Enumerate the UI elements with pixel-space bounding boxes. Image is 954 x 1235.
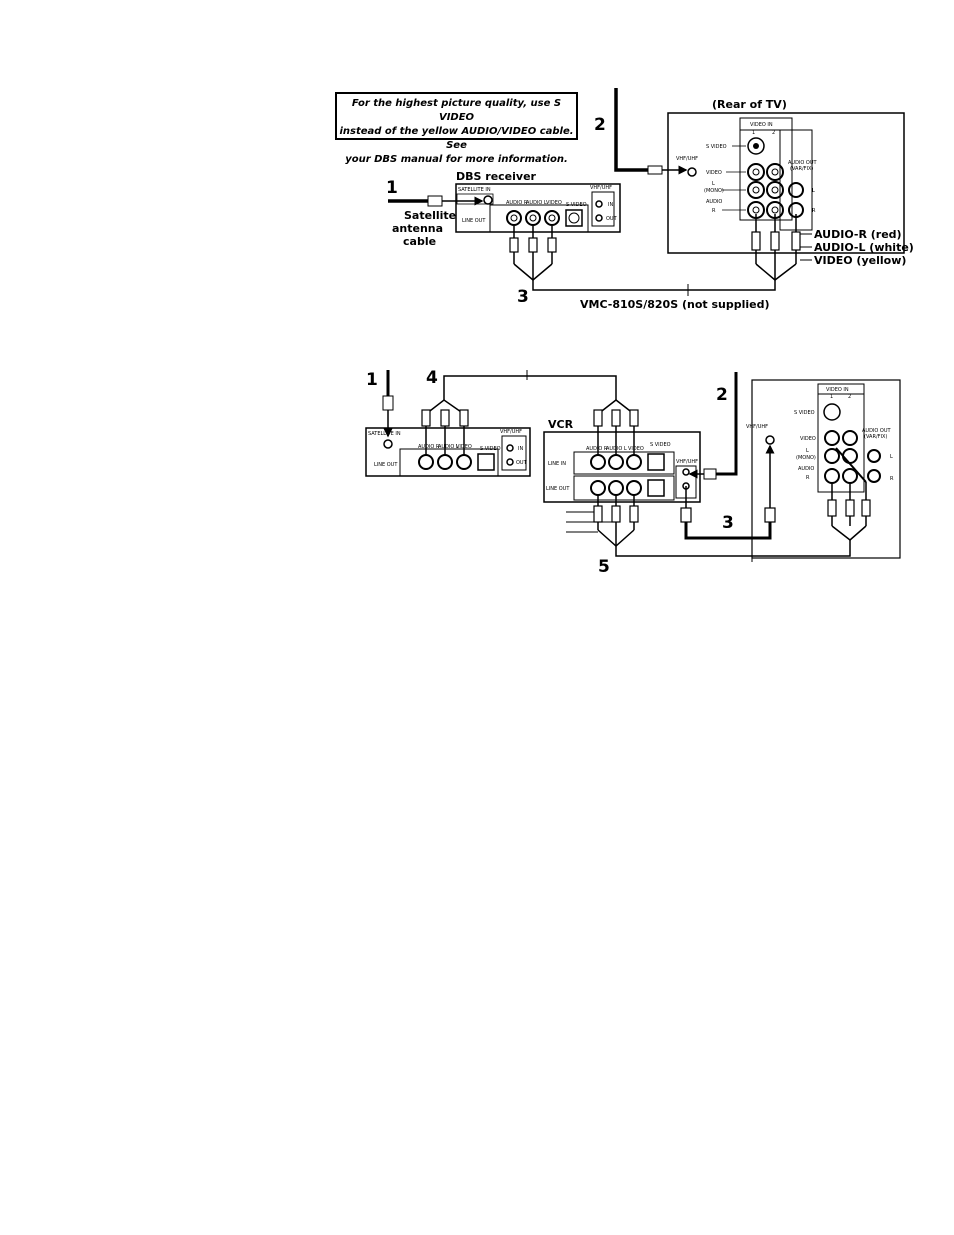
- svg-text:LINE IN: LINE IN: [548, 461, 566, 467]
- svg-text:1: 1: [386, 178, 398, 198]
- svg-text:R: R: [812, 208, 816, 214]
- svg-text:AUDIO L: AUDIO L: [526, 200, 547, 206]
- svg-text:SATELLITE IN: SATELLITE IN: [458, 187, 491, 193]
- dbs-receiver-panel: SATELLITE IN AUDIO R AUDIO L VIDEO S VID…: [455, 183, 621, 233]
- svg-text:S VIDEO: S VIDEO: [480, 446, 501, 452]
- svg-text:L: L: [712, 181, 715, 187]
- svg-text:OUT: OUT: [516, 460, 528, 466]
- audio-r-label: AUDIO-R (red): [814, 228, 902, 241]
- svg-text:1: 1: [366, 370, 378, 390]
- svg-text:cable: cable: [403, 235, 436, 248]
- top-diagram: (Rear of TV) VIDEO IN 1 2 S VIDEO: [386, 88, 914, 311]
- svg-text:VHF/UHF: VHF/UHF: [500, 429, 522, 435]
- svg-text:VIDEO: VIDEO: [706, 170, 722, 176]
- bottom-dbs-receiver: SATELLITE IN AUDIO R AUDIO L VIDEO S VID…: [365, 427, 531, 477]
- svg-text:R: R: [806, 475, 810, 481]
- svg-text:AUDIO: AUDIO: [706, 199, 722, 205]
- antenna-cable-2: 2: [594, 88, 688, 175]
- svg-text:1: 1: [830, 394, 833, 400]
- svg-text:(MONO): (MONO): [704, 188, 724, 194]
- svg-text:2: 2: [594, 115, 606, 135]
- svg-text:(VAR/FIX): (VAR/FIX): [790, 166, 813, 172]
- cable-model-label: VMC-810S/820S (not supplied): [580, 298, 770, 311]
- svg-text:Satellite: Satellite: [404, 209, 456, 222]
- bottom-satellite-cable: 1: [366, 370, 394, 438]
- svg-text:VIDEO: VIDEO: [546, 200, 562, 206]
- svg-text:S VIDEO: S VIDEO: [706, 144, 727, 150]
- bottom-rf-cable-3: [680, 444, 776, 540]
- svg-text:VHF/UHF: VHF/UHF: [676, 459, 698, 465]
- svg-text:AUDIO: AUDIO: [798, 466, 814, 472]
- vcr-label: VCR: [548, 418, 574, 431]
- svg-text:2: 2: [848, 394, 851, 400]
- svg-text:4: 4: [426, 368, 438, 388]
- video-label: VIDEO (yellow): [814, 254, 906, 267]
- svg-text:AUDIO OUT: AUDIO OUT: [788, 160, 818, 166]
- svg-text:VHF/UHF: VHF/UHF: [676, 156, 698, 162]
- note-line-3: your DBS manual for more information.: [345, 154, 568, 165]
- svg-text:S VIDEO: S VIDEO: [566, 202, 587, 208]
- svg-text:LINE OUT: LINE OUT: [546, 486, 570, 492]
- svg-text:AUDIO R: AUDIO R: [418, 444, 440, 450]
- svg-text:AUDIO R: AUDIO R: [586, 446, 608, 452]
- rear-of-tv-label: (Rear of TV): [712, 98, 787, 111]
- svg-text:L: L: [812, 188, 815, 194]
- svg-text:VHF/UHF: VHF/UHF: [590, 185, 612, 191]
- video-in-label: VIDEO IN: [750, 122, 773, 128]
- svg-text:VIDEO: VIDEO: [800, 436, 816, 442]
- svg-text:AUDIO L: AUDIO L: [438, 444, 459, 450]
- svg-text:5: 5: [598, 557, 610, 577]
- svg-text:2: 2: [716, 385, 728, 405]
- svg-text:(MONO): (MONO): [796, 455, 816, 461]
- dbs-receiver-label: DBS receiver: [456, 170, 537, 183]
- svg-text:(VAR/FIX): (VAR/FIX): [864, 434, 887, 440]
- svg-text:S VIDEO: S VIDEO: [794, 410, 815, 416]
- bottom-diagram: 1 SATELLITE IN AUDIO R AUDIO L VIDEO S V…: [365, 368, 901, 577]
- svg-text:L: L: [890, 454, 893, 460]
- av-cable-4: [421, 370, 639, 456]
- svg-text:R: R: [712, 208, 716, 214]
- audio-l-label: AUDIO-L (white): [814, 241, 914, 254]
- svg-text:R: R: [890, 476, 894, 482]
- svg-text:AUDIO R: AUDIO R: [506, 200, 528, 206]
- note-line-2: instead of the yellow AUDIO/VIDEO cable.…: [339, 126, 574, 151]
- svg-text:2: 2: [772, 130, 775, 136]
- svg-text:IN: IN: [518, 446, 523, 452]
- satellite-cable-1: 1 Satellite antenna cable: [386, 178, 484, 248]
- svg-text:IN: IN: [608, 202, 613, 208]
- svg-text:VIDEO IN: VIDEO IN: [826, 387, 849, 393]
- bottom-tv-rear-panel: VIDEO IN 1 2 S VIDEO VIDEO L (MONO) AUDI…: [751, 379, 901, 559]
- svg-text:AUDIO L: AUDIO L: [606, 446, 627, 452]
- svg-text:L: L: [806, 448, 809, 454]
- svg-text:OUT: OUT: [606, 216, 618, 222]
- svg-text:VIDEO: VIDEO: [628, 446, 644, 452]
- av-cable-3: [509, 214, 801, 296]
- svg-text:LINE OUT: LINE OUT: [462, 218, 486, 224]
- svg-text:antenna: antenna: [392, 222, 443, 235]
- svg-text:1: 1: [752, 130, 755, 136]
- note-line-1: For the highest picture quality, use S V…: [351, 98, 562, 123]
- svg-text:S VIDEO: S VIDEO: [650, 442, 671, 448]
- tv-rear-panel: VIDEO IN 1 2 S VIDEO VIDEO: [667, 112, 905, 254]
- note-box: For the highest picture quality, use S V…: [335, 92, 578, 165]
- svg-text:VHF/UHF: VHF/UHF: [746, 424, 768, 430]
- vcr-panel: AUDIO R AUDIO L VIDEO S VIDEO VHF/UHF LI…: [543, 431, 701, 503]
- svg-text:3: 3: [722, 513, 734, 533]
- svg-text:SATELLITE IN: SATELLITE IN: [368, 431, 401, 437]
- bottom-antenna-cable-2: 2: [688, 372, 738, 480]
- av-cable-5: [566, 447, 871, 562]
- svg-text:LINE OUT: LINE OUT: [374, 462, 398, 468]
- svg-text:AUDIO OUT: AUDIO OUT: [862, 428, 892, 434]
- svg-text:3: 3: [517, 287, 529, 307]
